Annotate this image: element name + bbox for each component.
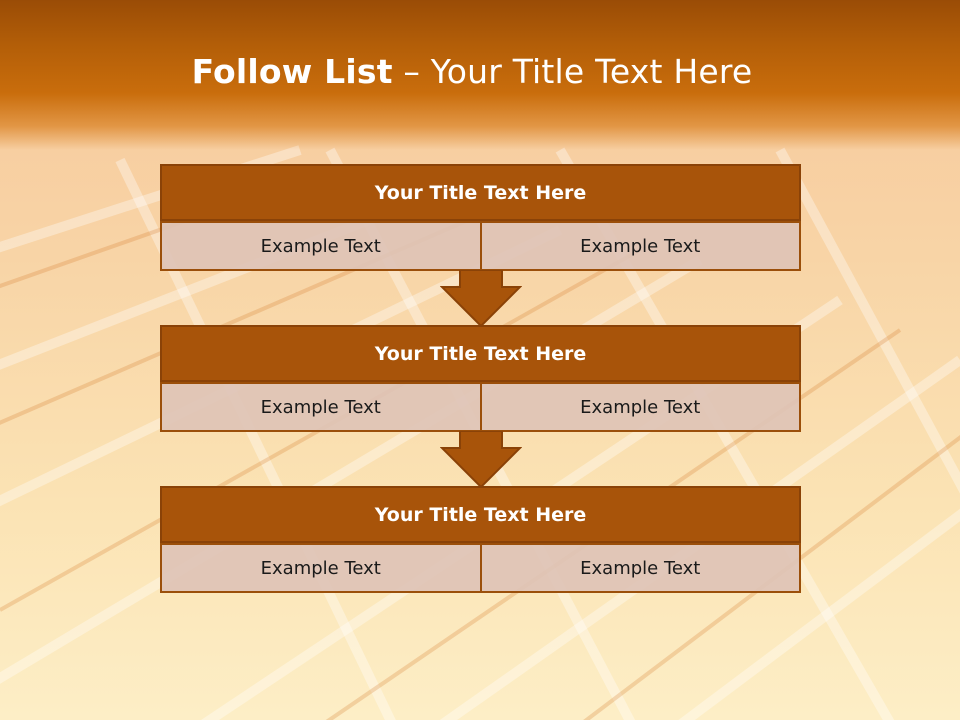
block-cell-left: Example Text: [160, 221, 482, 271]
down-arrow-icon: [440, 431, 522, 489]
block-title: Your Title Text Here: [160, 325, 801, 382]
block-title: Your Title Text Here: [160, 486, 801, 543]
block-row: Example Text Example Text: [160, 543, 801, 593]
title-bar: [0, 0, 960, 150]
slide-title-bold: Follow List: [191, 52, 393, 91]
list-block-3: Your Title Text Here Example Text Exampl…: [160, 486, 801, 593]
slide-title: Follow List – Your Title Text Here: [0, 52, 944, 91]
block-row: Example Text Example Text: [160, 221, 801, 271]
block-row: Example Text Example Text: [160, 382, 801, 432]
slide-title-rest: – Your Title Text Here: [392, 52, 753, 91]
list-block-2: Your Title Text Here Example Text Exampl…: [160, 325, 801, 432]
block-title: Your Title Text Here: [160, 164, 801, 221]
block-cell-left: Example Text: [160, 382, 482, 432]
block-cell-left: Example Text: [160, 543, 482, 593]
down-arrow-icon: [440, 270, 522, 328]
list-block-1: Your Title Text Here Example Text Exampl…: [160, 164, 801, 271]
block-cell-right: Example Text: [481, 221, 801, 271]
block-cell-right: Example Text: [481, 543, 801, 593]
block-cell-right: Example Text: [481, 382, 801, 432]
